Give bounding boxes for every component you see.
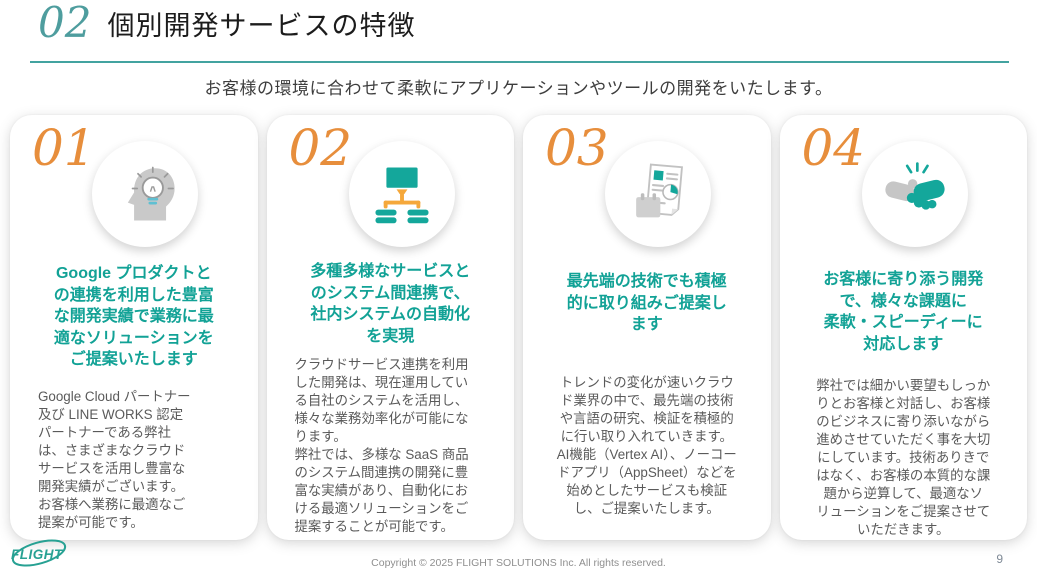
flight-logo: FLIGHT xyxy=(11,539,67,567)
header-divider xyxy=(30,61,1009,63)
feature-card-2: 02 多種多様なサービスと のシステム間連携 xyxy=(266,115,514,540)
feature-card-4: 04 お客様に寄り添う開発 で、様々な課題に 柔 xyxy=(779,115,1027,540)
card-number: 02 xyxy=(288,119,353,177)
slide-header: 02 個別開発サービスの特徴 xyxy=(38,2,415,44)
card-number: 04 xyxy=(801,119,866,177)
card-body: 弊社では細かい要望もしっか りとお客様と対話し、お客様 のビジネスに寄り添いなが… xyxy=(816,378,991,537)
handshake-icon xyxy=(861,141,968,247)
card-number: 01 xyxy=(32,119,96,177)
card-title: Google プロダクトと の連携を利用した豊富 な開発実績で業務に最 適なソリ… xyxy=(53,265,214,368)
card-number: 03 xyxy=(545,119,609,177)
system-network-icon xyxy=(348,141,455,247)
feature-cards-row: 01 Google プロダクトと の連携 xyxy=(10,115,1027,540)
report-chart-icon xyxy=(605,141,711,247)
section-number: 02 xyxy=(38,0,92,47)
card-body: クラウドサービス連携を利用 した開発は、現在運用してい る自社のシステムを活用し… xyxy=(294,357,469,534)
head-lightbulb-icon xyxy=(92,141,198,247)
flight-logo-text: FLIGHT xyxy=(11,547,64,562)
card-title: 多種多様なサービスと のシステム間連携で、 社内システムの自動化 を実現 xyxy=(310,263,471,345)
page-title: 個別開発サービスの特徴 xyxy=(107,10,416,41)
card-title: 最先端の技術でも積極 的に取り組みご提案し ます xyxy=(566,273,727,333)
card-body: Google Cloud パートナー 及び LINE WORKS 認定 パートナ… xyxy=(38,388,191,530)
feature-card-3: 03 xyxy=(523,115,771,540)
feature-card-1: 01 Google プロダクトと の連携 xyxy=(10,115,258,540)
copyright-text: Copyright © 2025 FLIGHT SOLUTIONS Inc. A… xyxy=(371,557,666,569)
card-body: トレンドの変化が速いクラウ ド業界の中で、最先端の技術 や言語の研究、検証を積極… xyxy=(556,374,737,516)
card-title: お客様に寄り添う開発 で、様々な課題に 柔軟・スピーディーに 対応します xyxy=(823,271,984,353)
slide-subtitle: お客様の環境に合わせて柔軟にアプリケーションやツールの開発をいたします。 xyxy=(204,79,833,98)
page-number: 9 xyxy=(996,552,1003,566)
